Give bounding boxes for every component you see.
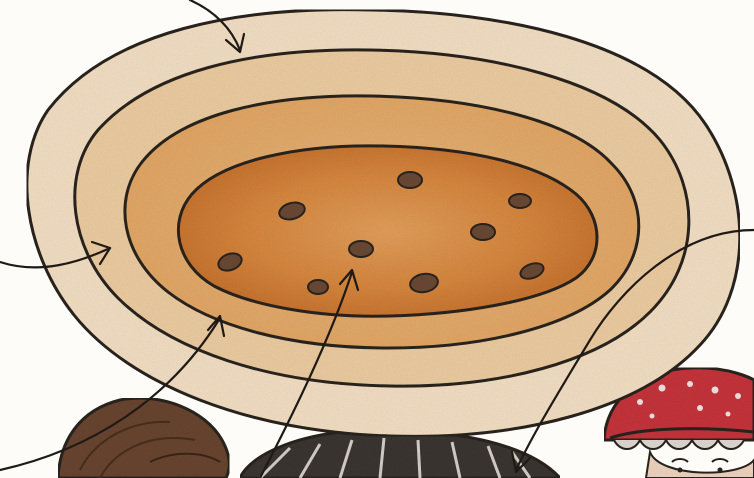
spore-spot [471,224,495,240]
core [178,146,597,316]
spore-spot [398,172,422,188]
spore-spot [349,241,373,257]
spore-spot [308,280,328,294]
spore-spot [509,194,531,208]
